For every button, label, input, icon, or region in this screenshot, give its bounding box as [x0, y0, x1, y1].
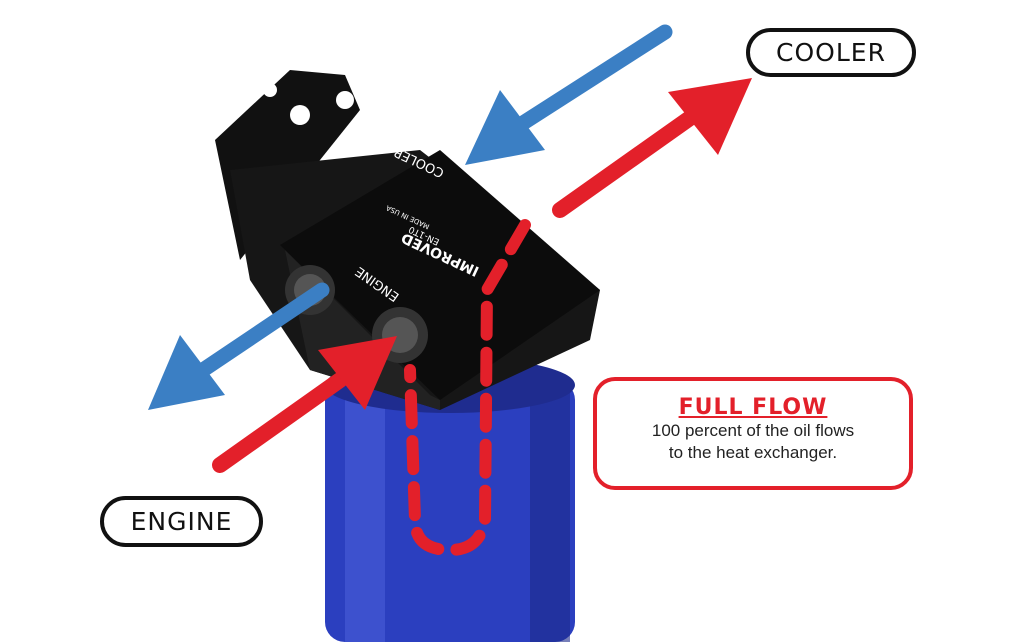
internal-flow-path	[404, 219, 531, 557]
inflow-arrow-to-cooler	[552, 78, 752, 218]
filter-head-block	[215, 70, 600, 410]
callout-title: FULL FLOW	[678, 395, 828, 420]
callout-line-1: 100 percent of the oil flows	[651, 421, 855, 440]
callout-line-2: to the heat exchanger.	[668, 443, 838, 462]
inflow-arrow-from-engine	[212, 336, 397, 473]
cooler-label: COOLER	[746, 28, 916, 77]
engine-label: ENGINE	[100, 496, 263, 547]
full-flow-callout: FULL FLOW 100 percent of the oil flows t…	[593, 377, 913, 490]
outflow-arrow-to-head	[465, 24, 673, 165]
outflow-arrow-to-engine	[148, 282, 330, 410]
